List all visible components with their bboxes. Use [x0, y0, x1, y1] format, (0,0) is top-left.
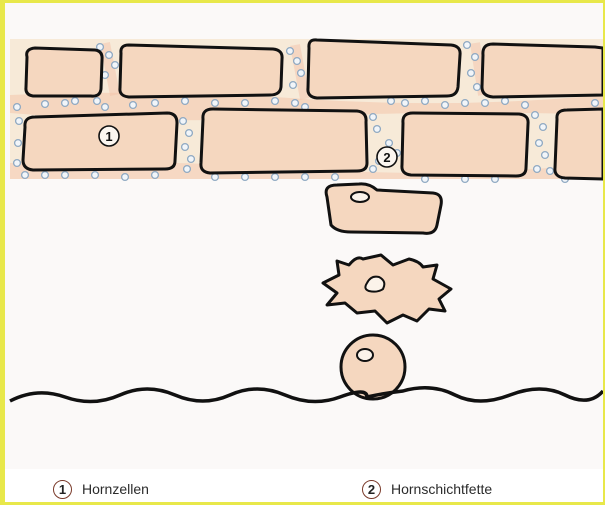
marker-1-number: 1 [105, 129, 112, 144]
lipid-droplet [14, 160, 21, 167]
lipid-droplet [272, 98, 279, 105]
lipid-droplet [72, 98, 79, 105]
lipid-droplet [182, 144, 189, 151]
horny-cell [120, 45, 282, 97]
lipid-droplet [112, 62, 119, 69]
lipid-droplet [402, 100, 409, 107]
lipid-droplet [42, 172, 49, 179]
stratum-corneum-diagram: 1 2 [5, 3, 603, 469]
lipid-droplet [540, 124, 547, 131]
lipid-droplet [374, 126, 381, 133]
lipid-droplet [290, 82, 297, 89]
lipid-droplet [212, 174, 219, 181]
lipid-droplet [442, 102, 449, 109]
legend-number: 1 [53, 480, 72, 499]
lipid-droplet [242, 174, 249, 181]
lipid-droplet [536, 140, 543, 147]
lipid-droplet [152, 172, 159, 179]
horny-cell [26, 48, 102, 96]
legend-label: Hornschichtfette [391, 481, 492, 497]
horny-cell [555, 109, 603, 179]
lipid-droplet [370, 166, 377, 173]
lipid-droplet [462, 100, 469, 107]
lipid-droplet [130, 102, 137, 109]
round-cell [341, 335, 405, 399]
lipid-droplet [502, 98, 509, 105]
lipid-droplet [464, 42, 471, 49]
lipid-droplet [16, 118, 23, 125]
lipid-droplet [186, 130, 193, 137]
horny-cell [482, 44, 603, 97]
lipid-droplet [332, 174, 339, 181]
marker-2-number: 2 [383, 150, 390, 165]
lipid-droplet [370, 114, 377, 121]
flattened-cell [326, 184, 441, 233]
lipid-droplet [22, 172, 29, 179]
lipid-droplet [472, 54, 479, 61]
lipid-droplet [482, 100, 489, 107]
lipid-droplet [468, 70, 475, 77]
cell-nucleus [351, 192, 369, 202]
lipid-droplet [272, 174, 279, 181]
legend-label: Hornzellen [82, 481, 149, 497]
lipid-droplet [532, 112, 539, 119]
lipid-droplet [212, 100, 219, 107]
lipid-droplet [62, 172, 69, 179]
lipid-droplet [592, 100, 599, 107]
marker-hornschichtfette: 2 [377, 147, 397, 167]
marker-hornzellen: 1 [99, 126, 119, 146]
horny-cell [308, 40, 460, 98]
lipid-droplet [184, 166, 191, 173]
horny-cell [402, 113, 528, 176]
lipid-droplet [292, 100, 299, 107]
lipid-droplet [188, 156, 195, 163]
lipid-droplet [122, 174, 129, 181]
legend-item-hornschichtfette: 2 Hornschichtfette [362, 477, 492, 501]
horny-cell [201, 109, 367, 173]
lipid-droplet [14, 104, 21, 111]
cell-nucleus [357, 349, 373, 361]
lipid-droplet [94, 98, 101, 105]
lipid-droplet [294, 58, 301, 65]
lipid-droplet [106, 52, 113, 59]
lipid-droplet [302, 174, 309, 181]
lipid-droplet [102, 104, 109, 111]
lipid-droplet [298, 70, 305, 77]
lipid-droplet [242, 100, 249, 107]
lipid-droplet [386, 140, 393, 147]
lipid-droplet [182, 98, 189, 105]
lipid-droplet [287, 48, 294, 55]
lipid-droplet [62, 100, 69, 107]
lipid-droplet [422, 98, 429, 105]
lipid-droplet [42, 101, 49, 108]
lipid-droplet [547, 168, 554, 175]
legend-item-hornzellen: 1 Hornzellen [53, 477, 149, 501]
lipid-droplet [92, 172, 99, 179]
lipid-droplet [152, 100, 159, 107]
lipid-droplet [542, 152, 549, 159]
lipid-droplet [180, 118, 187, 125]
lipid-droplet [534, 166, 541, 173]
lipid-droplet [388, 98, 395, 105]
lipid-droplet [474, 84, 481, 91]
legend-number: 2 [362, 480, 381, 499]
lipid-droplet [522, 102, 529, 109]
lipid-droplet [15, 140, 22, 147]
